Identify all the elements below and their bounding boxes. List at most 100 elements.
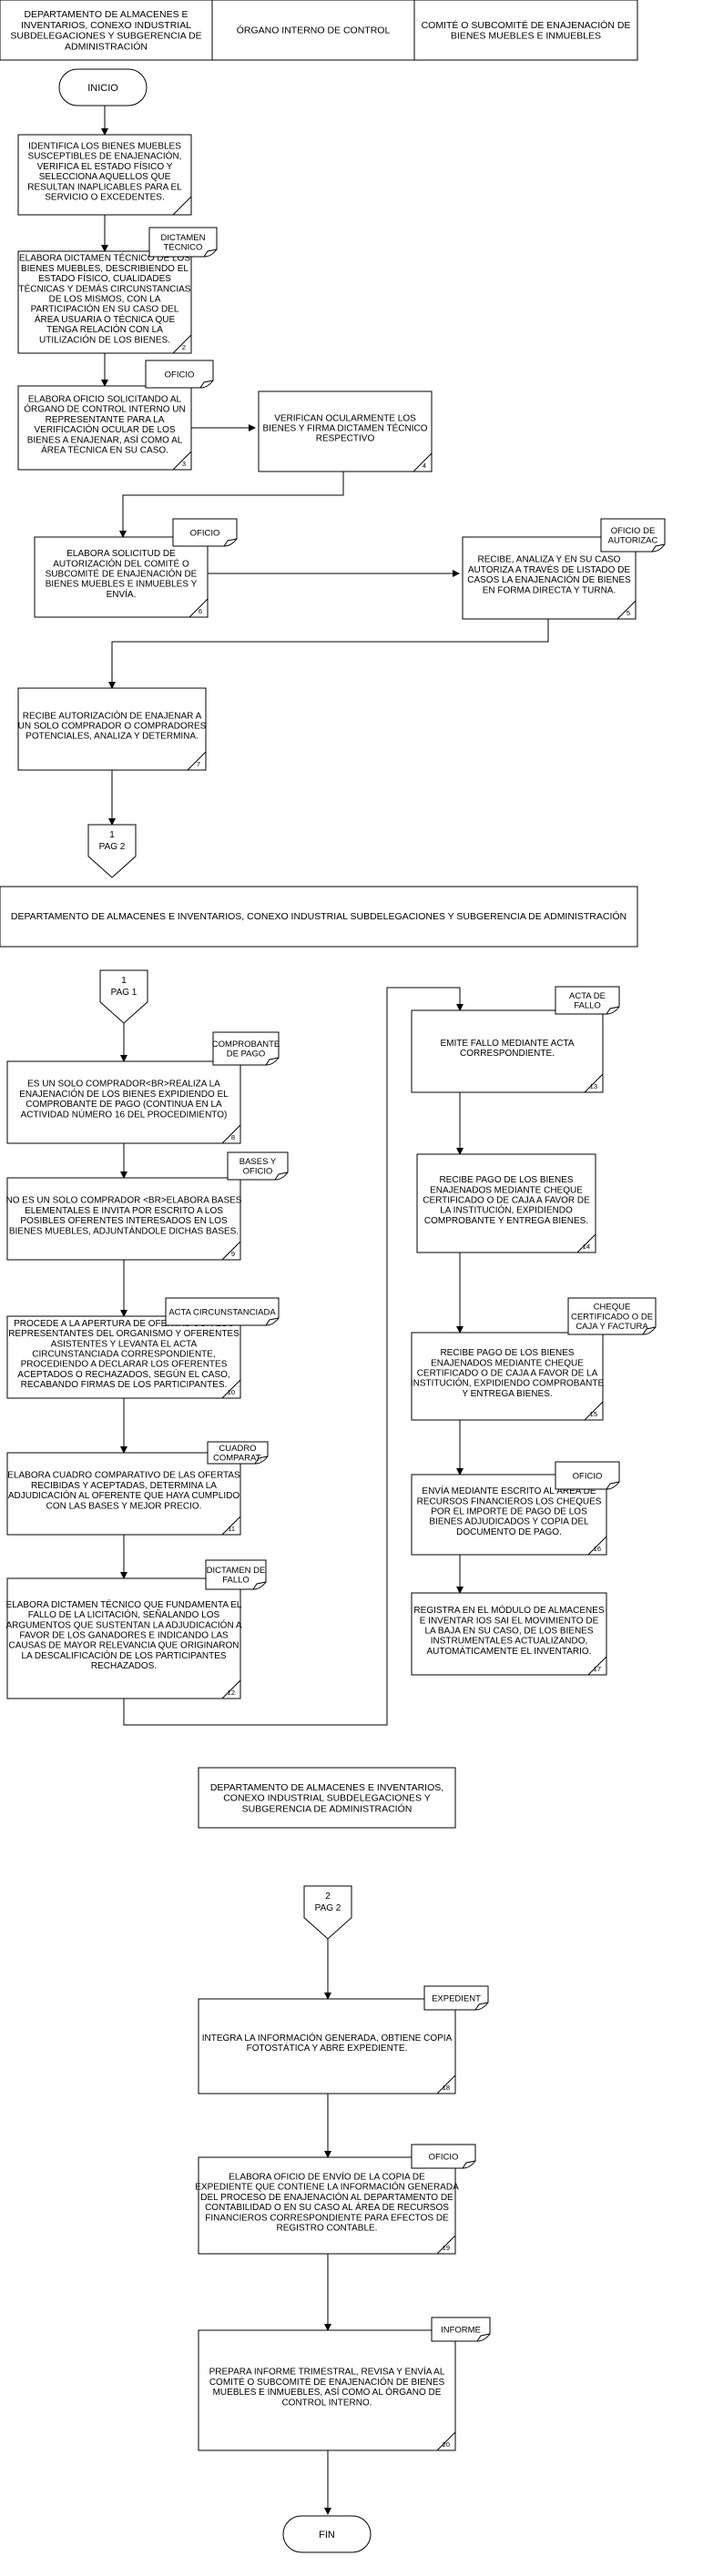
section-header-page2: DEPARTAMENTO DE ALMACENES E INVENTARIOS,… — [0, 886, 638, 948]
section-header-page3-text: DEPARTAMENTO DE ALMACENES E INVENTARIOS,… — [210, 1782, 443, 1815]
activity-text: INTEGRA LA INFORMACIÓN GENERADA, OBTIENE… — [202, 2032, 453, 2054]
activity-a11: ELABORA CUADRO COMPARATIVO DE LAS OFERTA… — [6, 1452, 241, 1536]
activity-text: NO ES UN SOLO COMPRADOR <BR>ELABORA BASE… — [6, 1196, 242, 1237]
document-d19: OFICIO — [411, 2144, 476, 2169]
document-label: OFICIO — [190, 528, 220, 538]
activity-text: ELABORA CUADRO COMPARATIVO DE LAS OFERTA… — [7, 1471, 240, 1512]
connector-label: PAG 2 — [99, 842, 126, 852]
connector-number: 1 — [109, 830, 115, 840]
terminal-end: FIN — [282, 2515, 372, 2553]
activity-number: 13 — [590, 1082, 597, 1090]
activity-number: 14 — [583, 1242, 590, 1251]
connector-label: PAG 1 — [111, 988, 138, 998]
activity-number: 16 — [594, 1545, 601, 1553]
activity-number: 5 — [627, 609, 630, 617]
document-d18: EXPEDIENT — [423, 1985, 489, 2011]
activity-a12: ELABORA DICTAMEN TÉCNICO QUE FUNDAMENTA … — [5, 1577, 242, 1699]
connector-lines-page2 — [120, 987, 464, 1726]
document-d16: OFICIO — [555, 1461, 620, 1490]
header-lane-text: ÓRGANO INTERNO DE CONTROL — [237, 25, 391, 36]
document-label: EXPEDIENT — [432, 1993, 481, 2003]
section-header-page3-text: DEPARTAMENTO DE ALMACENES E INVENTARIOS,… — [210, 1782, 443, 1815]
activity-a20: PREPARA INFORME TRIMESTRAL, REVISA Y ENV… — [198, 2329, 456, 2451]
document-d20: INFORME — [431, 2317, 491, 2342]
activity-a18: INTEGRA LA INFORMACIÓN GENERADA, OBTIENE… — [198, 1998, 456, 2094]
terminal-start: INICIO — [58, 68, 148, 106]
activity-number: 8 — [231, 1133, 235, 1141]
connector-number: 2 — [325, 1891, 331, 1902]
activity-number: 9 — [231, 1250, 235, 1258]
activity-number: 15 — [590, 1410, 597, 1418]
section-header-page3: DEPARTAMENTO DE ALMACENES E INVENTARIOS,… — [198, 1767, 456, 1829]
activity-number: 10 — [228, 1388, 235, 1396]
activity-number: 4 — [423, 461, 426, 470]
document-label: ACTA CIRCUNSTANCIADA — [168, 1307, 276, 1317]
activity-number: 7 — [197, 760, 200, 768]
terminal-start-label: INICIO — [87, 83, 118, 94]
activity-number: 12 — [228, 1689, 235, 1697]
connector-number: 1 — [121, 976, 127, 986]
activity-number: 19 — [443, 2244, 450, 2252]
document-label: OFICIO — [165, 370, 195, 380]
document-d3: OFICIO — [145, 360, 214, 389]
activity-a10: PROCEDE A LA APERTURA DE OFERTAS CON LOS… — [6, 1315, 241, 1399]
document-label: OFICIO — [429, 2152, 459, 2162]
activity-text: ELABORA DICTAMEN TÉCNICO QUE FUNDAMENTA … — [5, 1598, 241, 1671]
header-lane-organo-control: ÓRGANO INTERNO DE CONTROL — [237, 25, 391, 36]
activity-text: PROCEDE A LA APERTURA DE OFERTAS CON LOS… — [8, 1319, 239, 1390]
terminal-end-label: FIN — [319, 2530, 335, 2541]
activity-a9: NO ES UN SOLO COMPRADOR <BR>ELABORA BASE… — [6, 1177, 242, 1261]
activity-text: PREPARA INFORME TRIMESTRAL, REVISA Y ENV… — [209, 2366, 445, 2409]
document-d10: ACTA CIRCUNSTANCIADA — [165, 1297, 280, 1326]
document-d6: OFICIO — [172, 518, 238, 547]
connector-label: PAG 2 — [315, 1903, 341, 1913]
activity-number: 20 — [443, 2440, 450, 2449]
document-label: INFORME — [441, 2325, 481, 2335]
section-header-page2-text: DEPARTAMENTO DE ALMACENES E INVENTARIOS,… — [11, 910, 627, 922]
